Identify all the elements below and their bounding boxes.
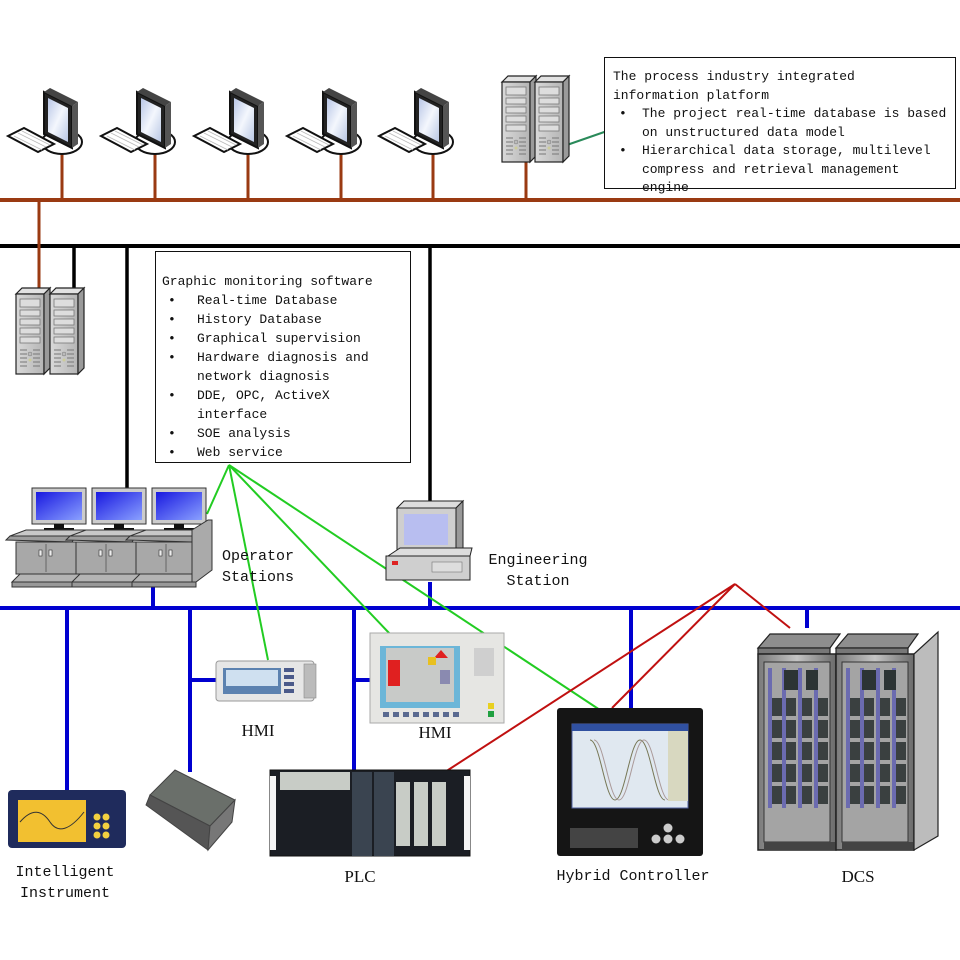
workstation-3[interactable] — [193, 87, 269, 155]
controller-links — [444, 583, 791, 773]
intelligent-instrument-device[interactable] — [8, 790, 126, 848]
workstation-1[interactable] — [7, 87, 83, 155]
platform-feature-item: The project real-time database is based … — [613, 105, 947, 142]
label-line: Engineering — [488, 552, 588, 569]
software-feature-item: Hardware diagnosis and network diagnosis — [162, 348, 404, 386]
software-description-box: Graphic monitoring software Real-time Da… — [155, 251, 411, 463]
workstation-5[interactable] — [378, 87, 454, 155]
software-feature-item: Real-time Database — [162, 291, 404, 310]
label-line: Operator — [222, 548, 295, 565]
platform-feature-list: The project real-time database is based … — [613, 105, 947, 198]
intelligent-instrument-label: Intelligent Instrument — [0, 862, 130, 904]
monitoring-drops — [72, 246, 432, 505]
hmi-small-device[interactable] — [215, 660, 317, 702]
dcs-label: DCS — [841, 867, 875, 886]
workstation-2[interactable] — [100, 87, 176, 155]
engineering-station[interactable] — [385, 499, 473, 581]
hybrid-controller-label: Hybrid Controller — [556, 868, 710, 885]
engineering-station-label: Engineering Station — [478, 550, 598, 592]
enterprise-drops — [37, 148, 528, 295]
operator-stations-label: Operator Stations — [222, 546, 294, 588]
hmi-small-label: HMI — [241, 721, 275, 740]
control-drops — [65, 580, 809, 790]
scada-server-pair[interactable] — [15, 287, 85, 375]
label-line: Station — [506, 573, 570, 590]
platform-link — [563, 129, 611, 147]
software-links — [206, 464, 601, 711]
software-feature-item: Graphical supervision — [162, 329, 404, 348]
software-feature-list: Real-time Database History Database Grap… — [162, 291, 404, 462]
software-feature-item: Web service — [162, 443, 404, 462]
software-feature-item: SOE analysis — [162, 424, 404, 443]
label-line: Stations — [222, 569, 295, 586]
platform-box-title: The process industry integrated informat… — [613, 69, 855, 103]
rack-plc-device[interactable] — [269, 769, 471, 857]
platform-feature-item: Hierarchical data storage, multilevel co… — [613, 142, 947, 198]
hmi-panel-device[interactable] — [369, 632, 505, 724]
hmi-panel-label: HMI — [418, 723, 452, 742]
label-line: Intelligent — [15, 864, 115, 881]
software-feature-item: DDE, OPC, ActiveX interface — [162, 386, 404, 424]
operator-stations[interactable] — [5, 487, 213, 588]
software-feature-item: History Database — [162, 310, 404, 329]
hybrid-controller-device[interactable] — [557, 708, 703, 856]
software-box-title: Graphic monitoring software — [162, 274, 373, 289]
platform-description-box: The process industry integrated informat… — [604, 57, 956, 195]
compact-plc-device[interactable] — [145, 769, 236, 852]
plc-label: PLC — [344, 867, 376, 886]
workstation-4[interactable] — [286, 87, 362, 155]
dcs-cabinets[interactable] — [757, 630, 939, 852]
platform-server-pair[interactable] — [501, 75, 570, 163]
label-line: Instrument — [19, 885, 110, 902]
